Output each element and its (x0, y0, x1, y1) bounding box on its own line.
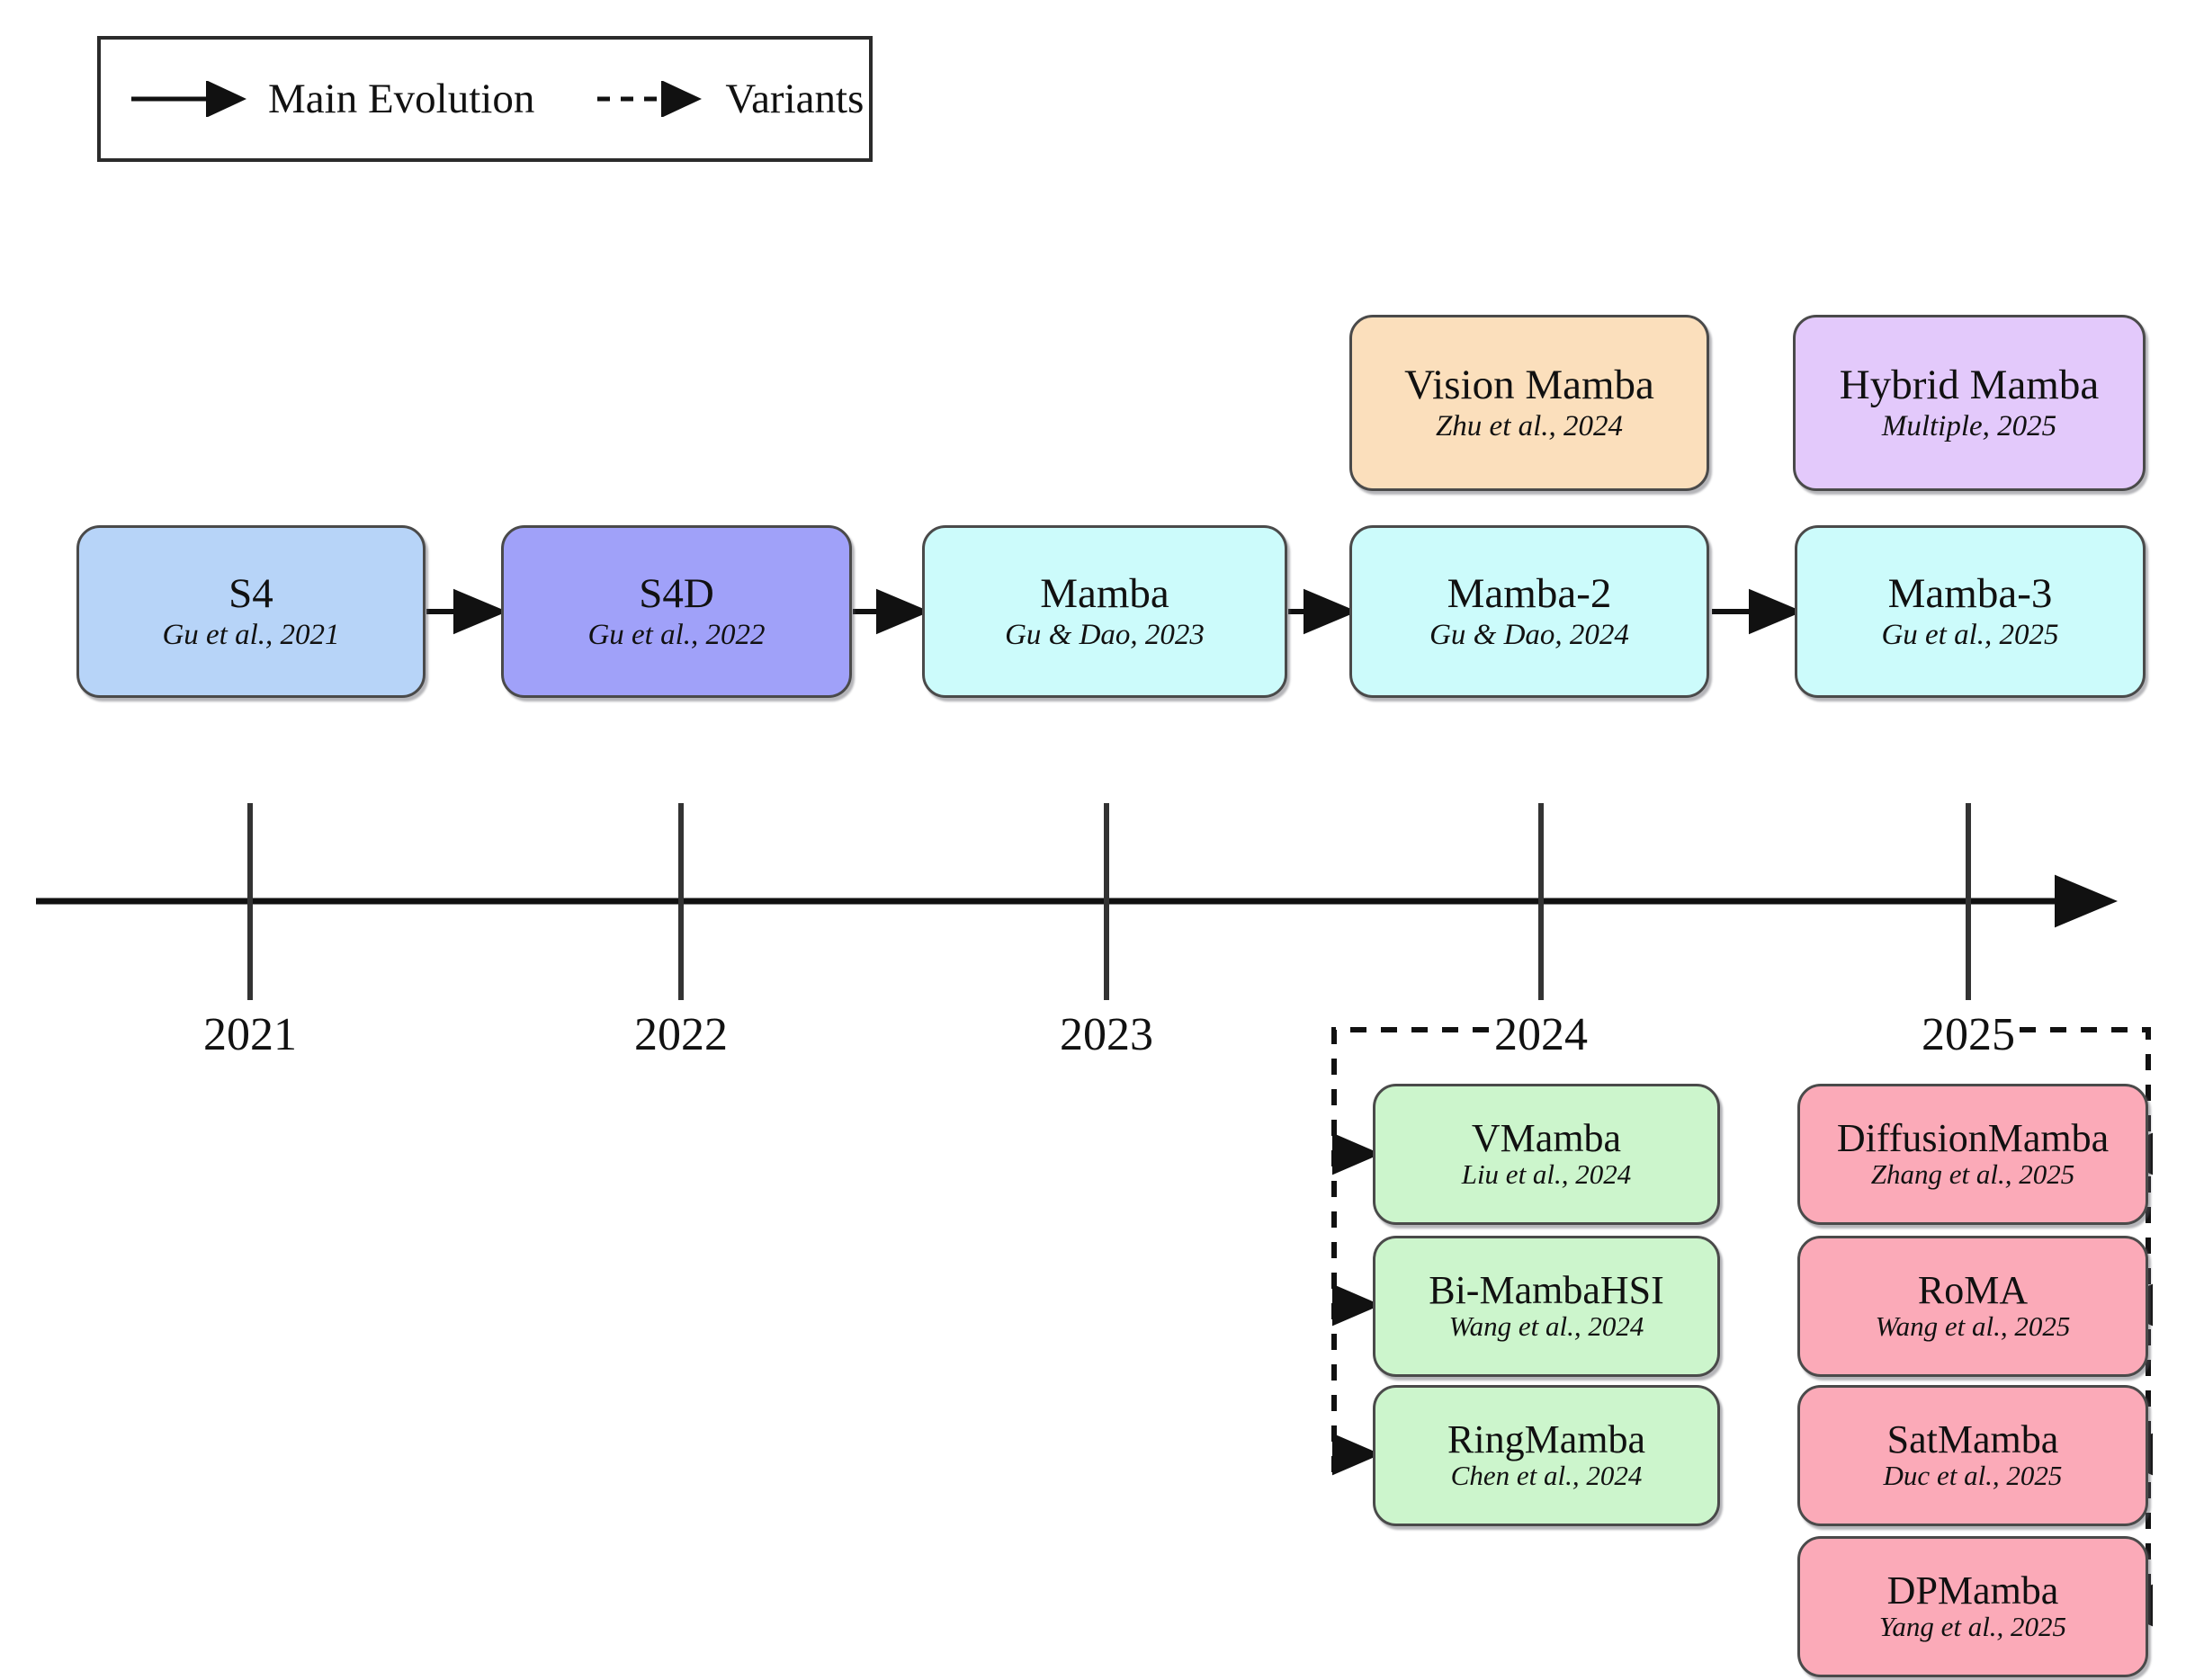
year-label-2025: 2025 (1922, 1009, 2015, 1060)
node-citation: Wang et al., 2025 (1875, 1310, 2071, 1343)
node-title: S4 (228, 569, 273, 617)
node-title: Vision Mamba (1404, 361, 1654, 408)
node-mamba[interactable]: Mamba Gu & Dao, 2023 (922, 525, 1287, 698)
node-citation: Gu & Dao, 2023 (1005, 618, 1205, 651)
year-label-2023: 2023 (1060, 1009, 1153, 1060)
node-title: Hybrid Mamba (1839, 361, 2100, 408)
legend-label-variants: Variants (725, 75, 865, 122)
node-citation: Gu & Dao, 2024 (1429, 618, 1629, 651)
node-dpmamba[interactable]: DPMamba Yang et al., 2025 (1797, 1536, 2148, 1677)
solid-arrow-icon (131, 81, 246, 117)
node-citation: Zhu et al., 2024 (1435, 409, 1624, 442)
node-ringmamba[interactable]: RingMamba Chen et al., 2024 (1373, 1385, 1720, 1526)
legend-label-main-evolution: Main Evolution (268, 75, 535, 122)
legend-box: Main Evolution Variants (97, 36, 873, 162)
node-citation: Duc et al., 2025 (1883, 1460, 2063, 1492)
node-citation: Gu et al., 2025 (1881, 618, 2059, 651)
year-label-2022: 2022 (634, 1009, 728, 1060)
node-citation: Wang et al., 2024 (1448, 1310, 1644, 1343)
node-title: VMamba (1471, 1116, 1622, 1161)
node-citation: Multiple, 2025 (1881, 409, 2057, 442)
legend-row: Main Evolution Variants (101, 40, 869, 158)
year-label-2021: 2021 (203, 1009, 297, 1060)
time-axis (36, 803, 2118, 1000)
node-vision-mamba[interactable]: Vision Mamba Zhu et al., 2024 (1349, 315, 1709, 491)
node-title: Mamba (1040, 569, 1169, 617)
node-title: SatMamba (1886, 1417, 2059, 1462)
node-title: RoMA (1917, 1268, 2029, 1313)
node-s4[interactable]: S4 Gu et al., 2021 (76, 525, 426, 698)
node-hybrid-mamba[interactable]: Hybrid Mamba Multiple, 2025 (1793, 315, 2146, 491)
node-s4d[interactable]: S4D Gu et al., 2022 (501, 525, 852, 698)
dashed-arrow-icon (597, 81, 703, 117)
node-diffusionmamba[interactable]: DiffusionMamba Zhang et al., 2025 (1797, 1084, 2148, 1225)
node-bi-mambahsi[interactable]: Bi-MambaHSI Wang et al., 2024 (1373, 1236, 1720, 1377)
node-citation: Gu et al., 2021 (162, 618, 340, 651)
node-citation: Zhang et al., 2025 (1870, 1158, 2075, 1191)
node-citation: Yang et al., 2025 (1878, 1611, 2067, 1643)
node-title: Bi-MambaHSI (1429, 1268, 1664, 1313)
year-label-2024: 2024 (1494, 1009, 1588, 1060)
node-title: Mamba-3 (1887, 569, 2053, 617)
legend-entry-main-evolution: Main Evolution (128, 75, 535, 122)
node-satmamba[interactable]: SatMamba Duc et al., 2025 (1797, 1385, 2148, 1526)
node-roma[interactable]: RoMA Wang et al., 2025 (1797, 1236, 2148, 1377)
node-citation: Gu et al., 2022 (587, 618, 766, 651)
node-title: S4D (639, 569, 714, 617)
node-citation: Chen et al., 2024 (1450, 1460, 1643, 1492)
node-mamba-2[interactable]: Mamba-2 Gu & Dao, 2024 (1349, 525, 1709, 698)
node-title: RingMamba (1447, 1417, 1645, 1462)
node-title: DiffusionMamba (1836, 1116, 2110, 1161)
legend-entry-variants: Variants (594, 75, 865, 122)
node-mamba-3[interactable]: Mamba-3 Gu et al., 2025 (1795, 525, 2146, 698)
node-citation: Liu et al., 2024 (1461, 1158, 1632, 1191)
node-vmamba[interactable]: VMamba Liu et al., 2024 (1373, 1084, 1720, 1225)
node-title: Mamba-2 (1447, 569, 1612, 617)
node-title: DPMamba (1886, 1568, 2059, 1613)
